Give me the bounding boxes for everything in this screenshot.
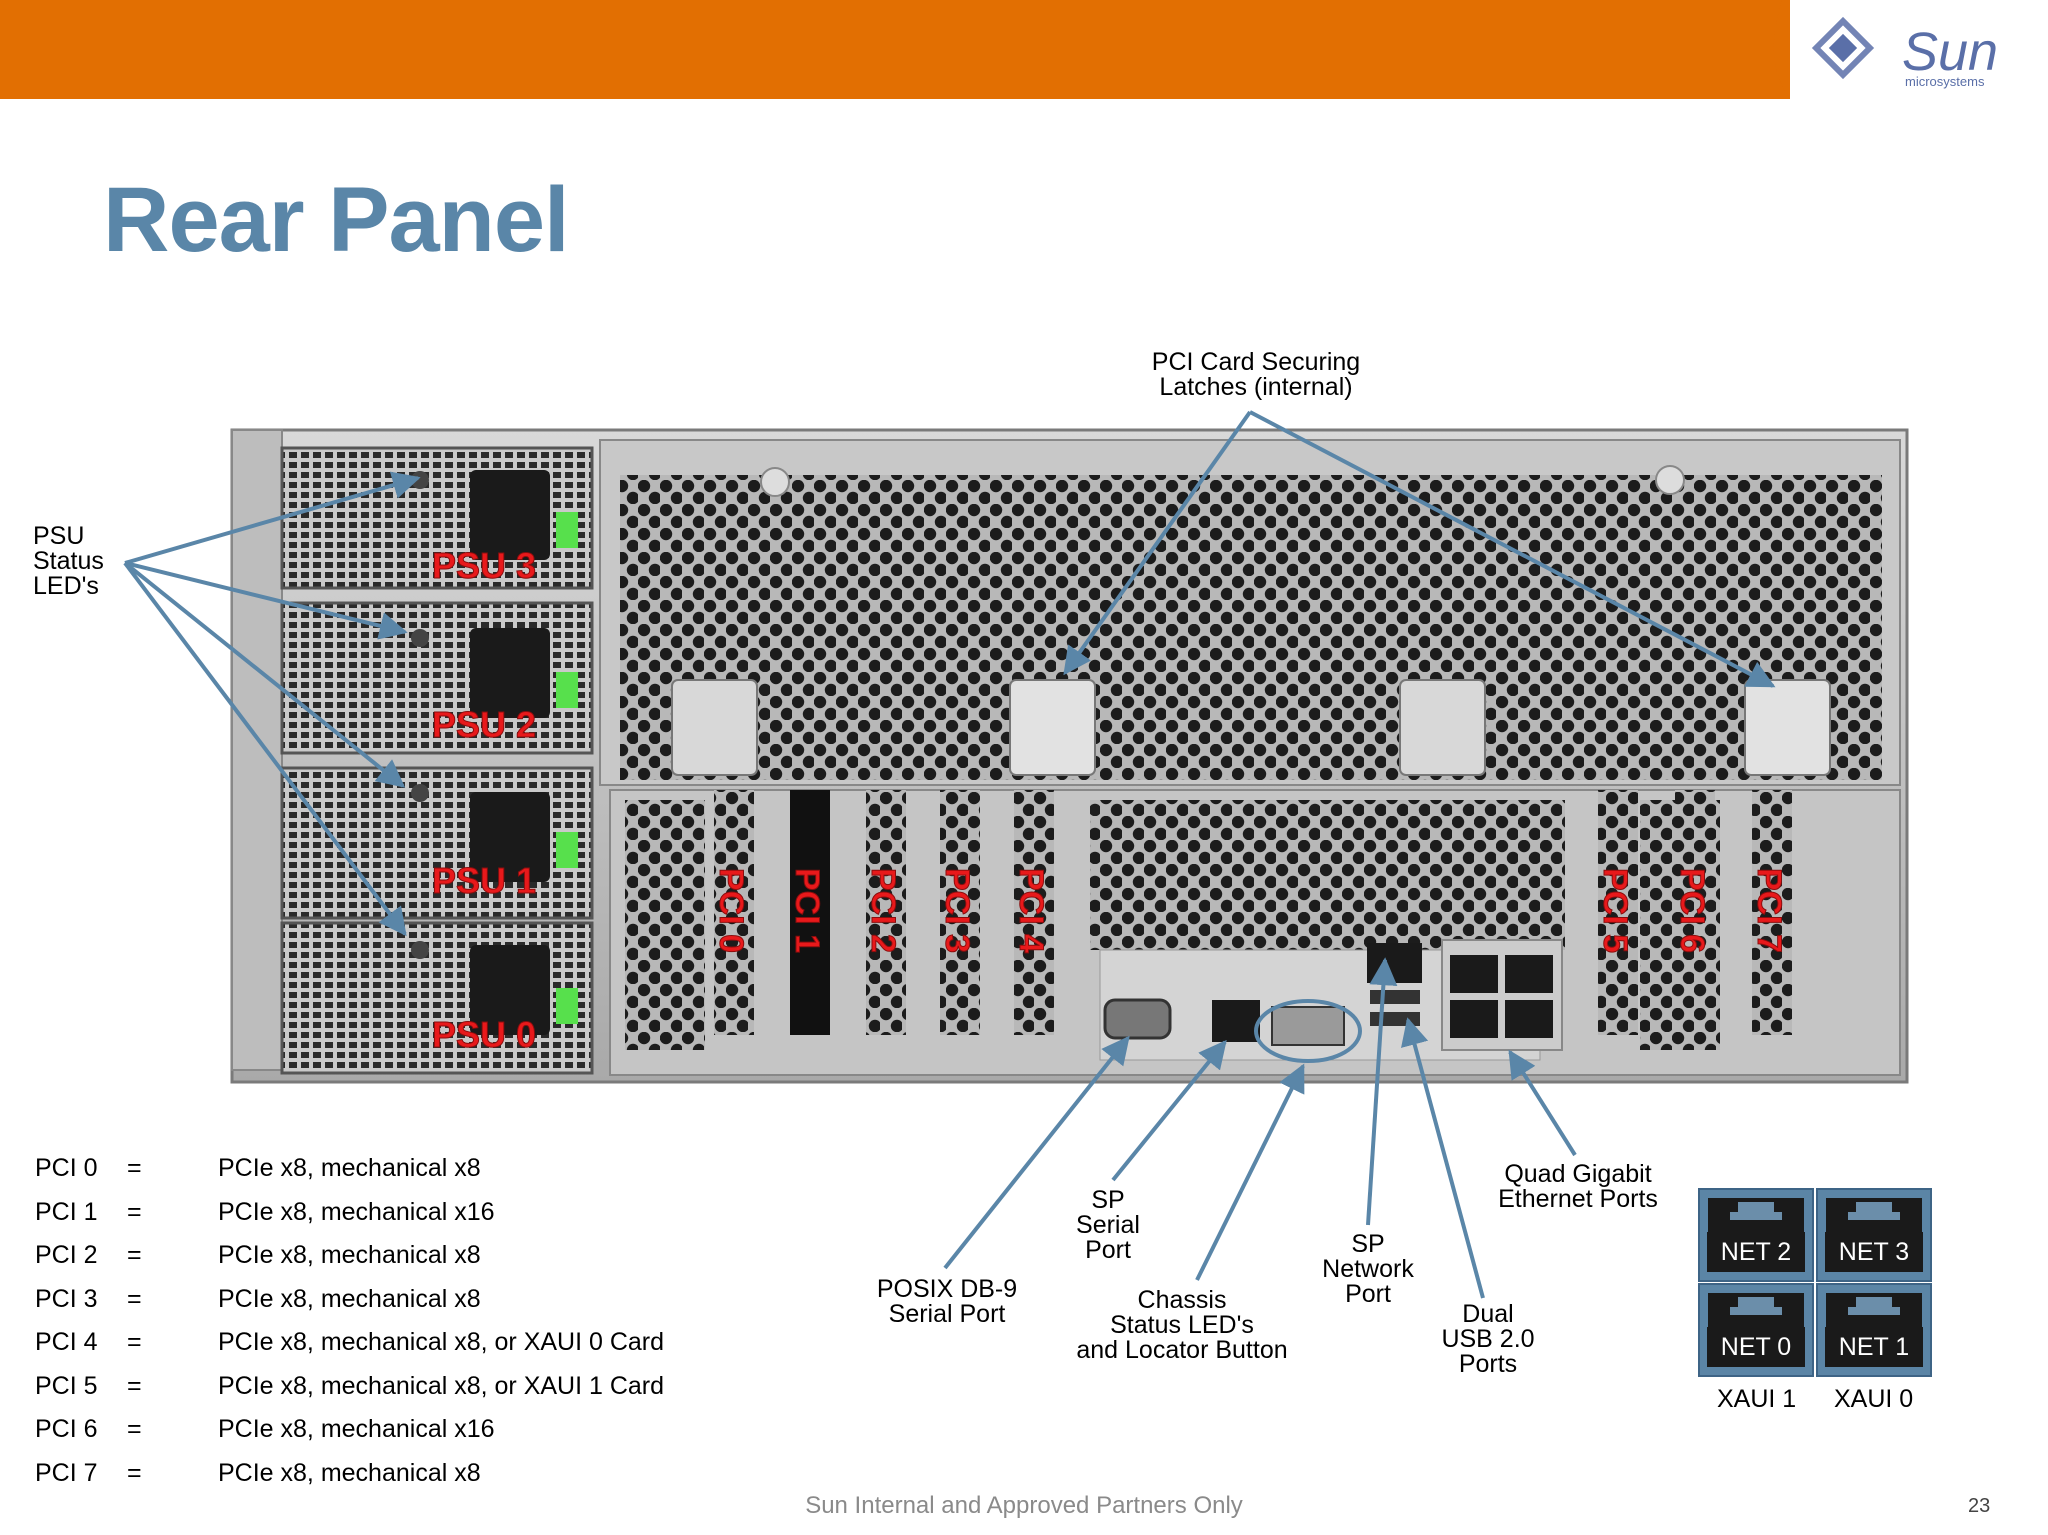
pci-slot-5[interactable]: [1598, 790, 1638, 1035]
callout-sp-network: SP Network Port: [1322, 1230, 1414, 1308]
header-bar: Sun microsystems: [0, 0, 1998, 99]
pci-label-0: PCI 0: [712, 868, 750, 953]
callout-posix-serial: POSIX DB-9 Serial Port: [876, 1275, 1018, 1328]
net2-label: NET 2: [1707, 1232, 1805, 1272]
callout-usb-ports: Dual USB 2.0 Ports: [1441, 1300, 1535, 1378]
pci-label-3: PCI 3: [938, 868, 976, 953]
rear-io: [1099, 939, 1563, 1063]
pci-label-2: PCI 2: [864, 868, 902, 953]
pci-label-6: PCI 6: [1673, 868, 1711, 953]
pci-slots: [714, 790, 1792, 1035]
ethernet-jack-icon: [1826, 1198, 1922, 1240]
db9-serial-port[interactable]: [1103, 998, 1172, 1040]
net0-box: NET 0: [1698, 1283, 1814, 1377]
usb-port-bottom[interactable]: [1370, 1012, 1420, 1026]
pci-slot-4[interactable]: [1014, 790, 1054, 1035]
pci-label-1: PCI 1: [788, 868, 826, 953]
ethernet-jack-icon: [1826, 1293, 1922, 1335]
pci-slot-2[interactable]: [866, 790, 906, 1035]
pci-slot-3[interactable]: [940, 790, 980, 1035]
logo-subtext: microsystems: [1905, 74, 1985, 89]
ethernet-port-net2[interactable]: [1450, 955, 1498, 993]
pci-label-4: PCI 4: [1012, 868, 1050, 953]
psu-label-2: PSU 2: [432, 704, 536, 745]
chassis-status-leds[interactable]: [1271, 1006, 1345, 1046]
xaui1-label: XAUI 1: [1717, 1385, 1797, 1413]
net1-label: NET 1: [1825, 1327, 1923, 1367]
callout-pci-latches: PCI Card Securing Latches (internal): [1151, 348, 1361, 401]
pci-label-5: PCI 5: [1596, 868, 1634, 953]
ethernet-port-net1[interactable]: [1505, 1000, 1553, 1038]
page-title: Rear Panel: [103, 169, 570, 271]
pci-label-7: PCI 7: [1750, 868, 1788, 953]
pci-slot-1[interactable]: [790, 790, 830, 1035]
chassis-led-highlight: [1254, 999, 1362, 1063]
callout-quad-gigabit: Quad Gigabit Ethernet Ports: [1498, 1160, 1658, 1213]
net2-box: NET 2: [1698, 1188, 1814, 1282]
logo-text: Sun: [1902, 22, 1998, 82]
pci-slot-7[interactable]: [1752, 790, 1792, 1035]
xaui0-label: XAUI 0: [1834, 1385, 1914, 1413]
ethernet-jack-icon: [1708, 1198, 1804, 1240]
net3-box: NET 3: [1816, 1188, 1932, 1282]
callout-arrows: [123, 410, 1776, 1299]
page-number: 23: [1968, 1495, 1991, 1517]
pci-slot-0[interactable]: [714, 790, 754, 1035]
callout-psu-status: PSU Status LED's: [33, 522, 104, 600]
psu-label-3: PSU 3: [432, 545, 536, 586]
footer-text: Sun Internal and Approved Partners Only: [805, 1492, 1243, 1519]
sp-network-port[interactable]: [1367, 943, 1422, 983]
ethernet-port-net0[interactable]: [1450, 1000, 1498, 1038]
net0-label: NET 0: [1707, 1327, 1805, 1367]
usb-port-top[interactable]: [1370, 990, 1420, 1004]
sp-serial-port[interactable]: [1212, 1000, 1260, 1042]
psu-label-1: PSU 1: [432, 860, 536, 901]
net3-label: NET 3: [1825, 1232, 1923, 1272]
callout-sp-serial: SP Serial Port: [1076, 1186, 1140, 1264]
psu-bay: [231, 429, 594, 1075]
pci-slot-6[interactable]: [1675, 790, 1715, 1035]
net1-box: NET 1: [1816, 1283, 1932, 1377]
psu-label-0: PSU 0: [432, 1014, 536, 1055]
ethernet-port-net3[interactable]: [1505, 955, 1553, 993]
callout-chassis-status: Chassis Status LED's and Locator Button: [1076, 1286, 1288, 1364]
ethernet-jack-icon: [1708, 1293, 1804, 1335]
